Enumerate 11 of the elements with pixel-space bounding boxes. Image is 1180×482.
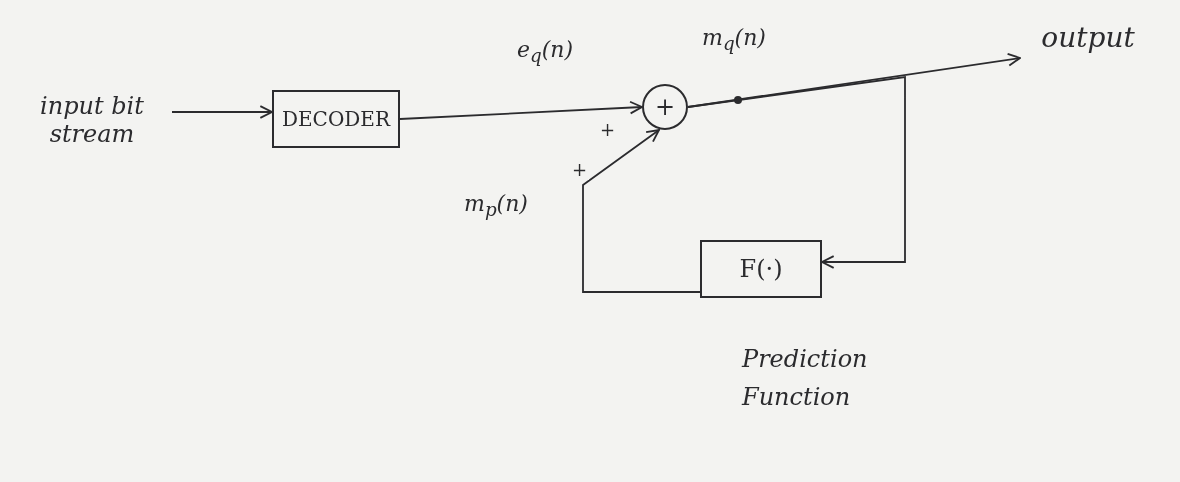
signal-arrow	[687, 75, 906, 269]
predictor-block: F(·)	[700, 240, 822, 298]
output-label: output	[1028, 14, 1148, 60]
edge-label: m$_{p}$(n)	[462, 192, 530, 221]
decoder-block: DECODER	[272, 90, 400, 148]
summing-junction: +	[642, 84, 688, 130]
signal-arrow	[399, 100, 643, 120]
edge-label: m$_{q}$(n)	[700, 26, 768, 55]
signal-arrow	[171, 105, 273, 119]
input-label: input bit stream	[12, 78, 172, 162]
signal-arrow	[582, 129, 701, 293]
